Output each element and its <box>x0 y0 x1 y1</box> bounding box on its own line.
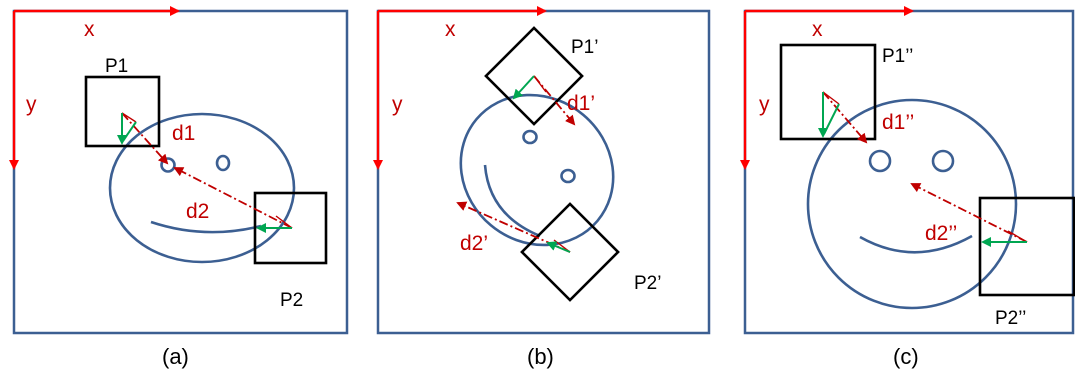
panel-b-p2-label: P2’ <box>634 273 661 294</box>
panel-a-p2-label: P2 <box>280 290 303 311</box>
panel-c-p2-label: P2’’ <box>995 308 1026 329</box>
panel-c-patch-p2 <box>978 196 1075 297</box>
panel-b-d1-arrow <box>533 75 576 126</box>
panel-a-d1-label: d1 <box>172 122 195 145</box>
panel-b-face <box>459 93 615 247</box>
panel-c-caption: (c) <box>893 344 919 369</box>
panel-c-right-eye <box>931 149 955 173</box>
panel-a-caption: (a) <box>162 344 189 369</box>
panel-b-p1-label: P1’ <box>571 37 598 58</box>
panel-c-left-eye <box>868 149 892 173</box>
panel-b-patch-p2 <box>520 202 620 302</box>
panel-c-p2-ref-line <box>1007 230 1028 243</box>
panel-b-face-outline <box>459 93 615 247</box>
panel-c-d1-arrow <box>822 91 868 144</box>
panel-a-y-label: y <box>26 93 37 116</box>
panel-a-d2-label: d2 <box>186 200 209 223</box>
panel-a-x-label: x <box>84 18 95 41</box>
panel-b-x-label: x <box>445 18 456 41</box>
panel-c-d2-label: d2’’ <box>925 222 957 245</box>
panel-c: x y P1’’ P2’’ d1’’ d2’’ (c) <box>740 6 1075 369</box>
panel-a-d1-arrow <box>121 112 169 165</box>
panel-a: x y P1 P2 d1 d2 (a) <box>9 6 349 369</box>
panel-a-mouth <box>150 220 262 234</box>
panel-b-right-eye <box>560 168 576 184</box>
panel-b-mouth <box>483 164 541 238</box>
panel-b-left-eye <box>522 129 538 145</box>
panel-a-face-outline <box>108 112 296 264</box>
panel-b: x y P1’ P2’ d1’ d2’ (b) <box>373 6 711 369</box>
panel-c-face <box>806 98 1018 310</box>
panel-b-p2-gradient-arrow <box>546 241 571 253</box>
panel-a-patch-p2 <box>253 191 328 265</box>
panel-a-frame <box>12 9 349 335</box>
panel-b-patch-p1 <box>484 26 584 126</box>
panel-c-d1-label: d1’’ <box>882 111 914 134</box>
panel-c-y-label: y <box>759 93 770 116</box>
panel-c-p1-ref-line <box>822 91 840 105</box>
panel-c-d2-arrow <box>910 183 1028 243</box>
panel-c-p1-gradient-arrow-diag <box>823 103 840 135</box>
panel-c-patch-p1 <box>779 43 877 141</box>
panel-a-p1-ref-line <box>121 112 137 123</box>
panel-a-p1-gradient-arrow-diag <box>122 121 137 142</box>
panel-c-mouth <box>859 234 973 254</box>
panel-a-patch-p1 <box>84 75 161 148</box>
panel-a-left-eye <box>160 157 176 173</box>
panel-a-right-eye <box>215 154 231 172</box>
panel-a-p1-label: P1 <box>105 56 128 77</box>
panel-b-caption: (b) <box>527 344 554 369</box>
panel-c-x-label: x <box>812 18 823 41</box>
panel-b-p1-ref-line <box>533 75 547 93</box>
panel-b-d1-label: d1’ <box>567 92 595 115</box>
panel-c-p1-label: P1’’ <box>882 46 913 67</box>
panel-c-face-outline <box>806 98 1018 310</box>
panel-b-p1-gradient-arrow <box>512 75 535 100</box>
panel-b-y-label: y <box>392 93 403 116</box>
panel-b-d2-label: d2’ <box>460 232 488 255</box>
panel-a-d2-arrow <box>173 167 293 229</box>
panel-a-face <box>108 112 296 264</box>
panel-a-p2-ref-line <box>275 215 293 229</box>
